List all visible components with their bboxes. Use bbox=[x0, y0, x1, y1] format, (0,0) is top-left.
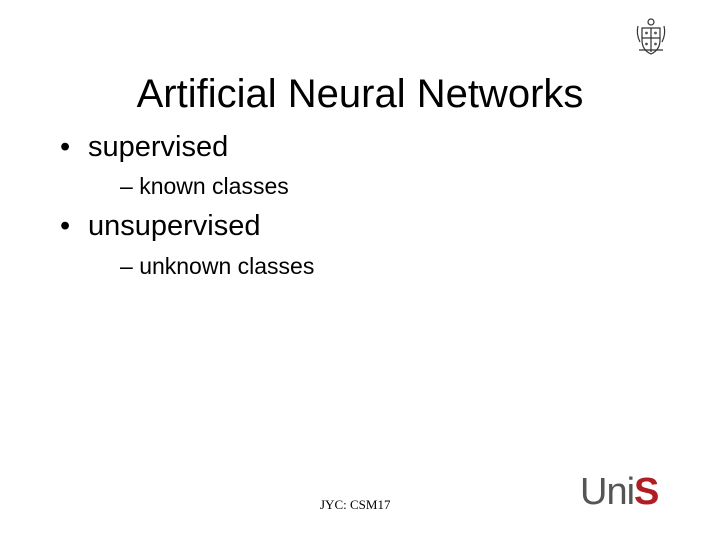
bullet-text: unsupervised bbox=[88, 210, 261, 242]
logo-text-s: S bbox=[634, 471, 659, 513]
bullet-glyph: • bbox=[60, 131, 71, 163]
slide-title: Artificial Neural Networks bbox=[136, 72, 584, 116]
sub-bullet-text: known classes bbox=[139, 173, 289, 199]
bullet-glyph: • bbox=[60, 210, 71, 242]
bullet-item: • unsupervised bbox=[60, 209, 261, 243]
unis-logo: UniS bbox=[580, 471, 659, 513]
sub-bullet-item: – unknown classes bbox=[120, 252, 314, 280]
sub-bullet-text: unknown classes bbox=[139, 253, 315, 279]
slide-footer: JYC: CSM17 bbox=[320, 497, 391, 512]
logo-text-uni: Uni bbox=[580, 471, 635, 513]
sub-bullet-glyph: – bbox=[120, 173, 133, 199]
bullet-text: supervised bbox=[88, 131, 229, 163]
sub-bullet-glyph: – bbox=[120, 253, 133, 279]
university-crest-icon bbox=[634, 16, 668, 56]
bullet-item: • supervised bbox=[60, 130, 228, 164]
sub-bullet-item: – known classes bbox=[120, 172, 289, 200]
